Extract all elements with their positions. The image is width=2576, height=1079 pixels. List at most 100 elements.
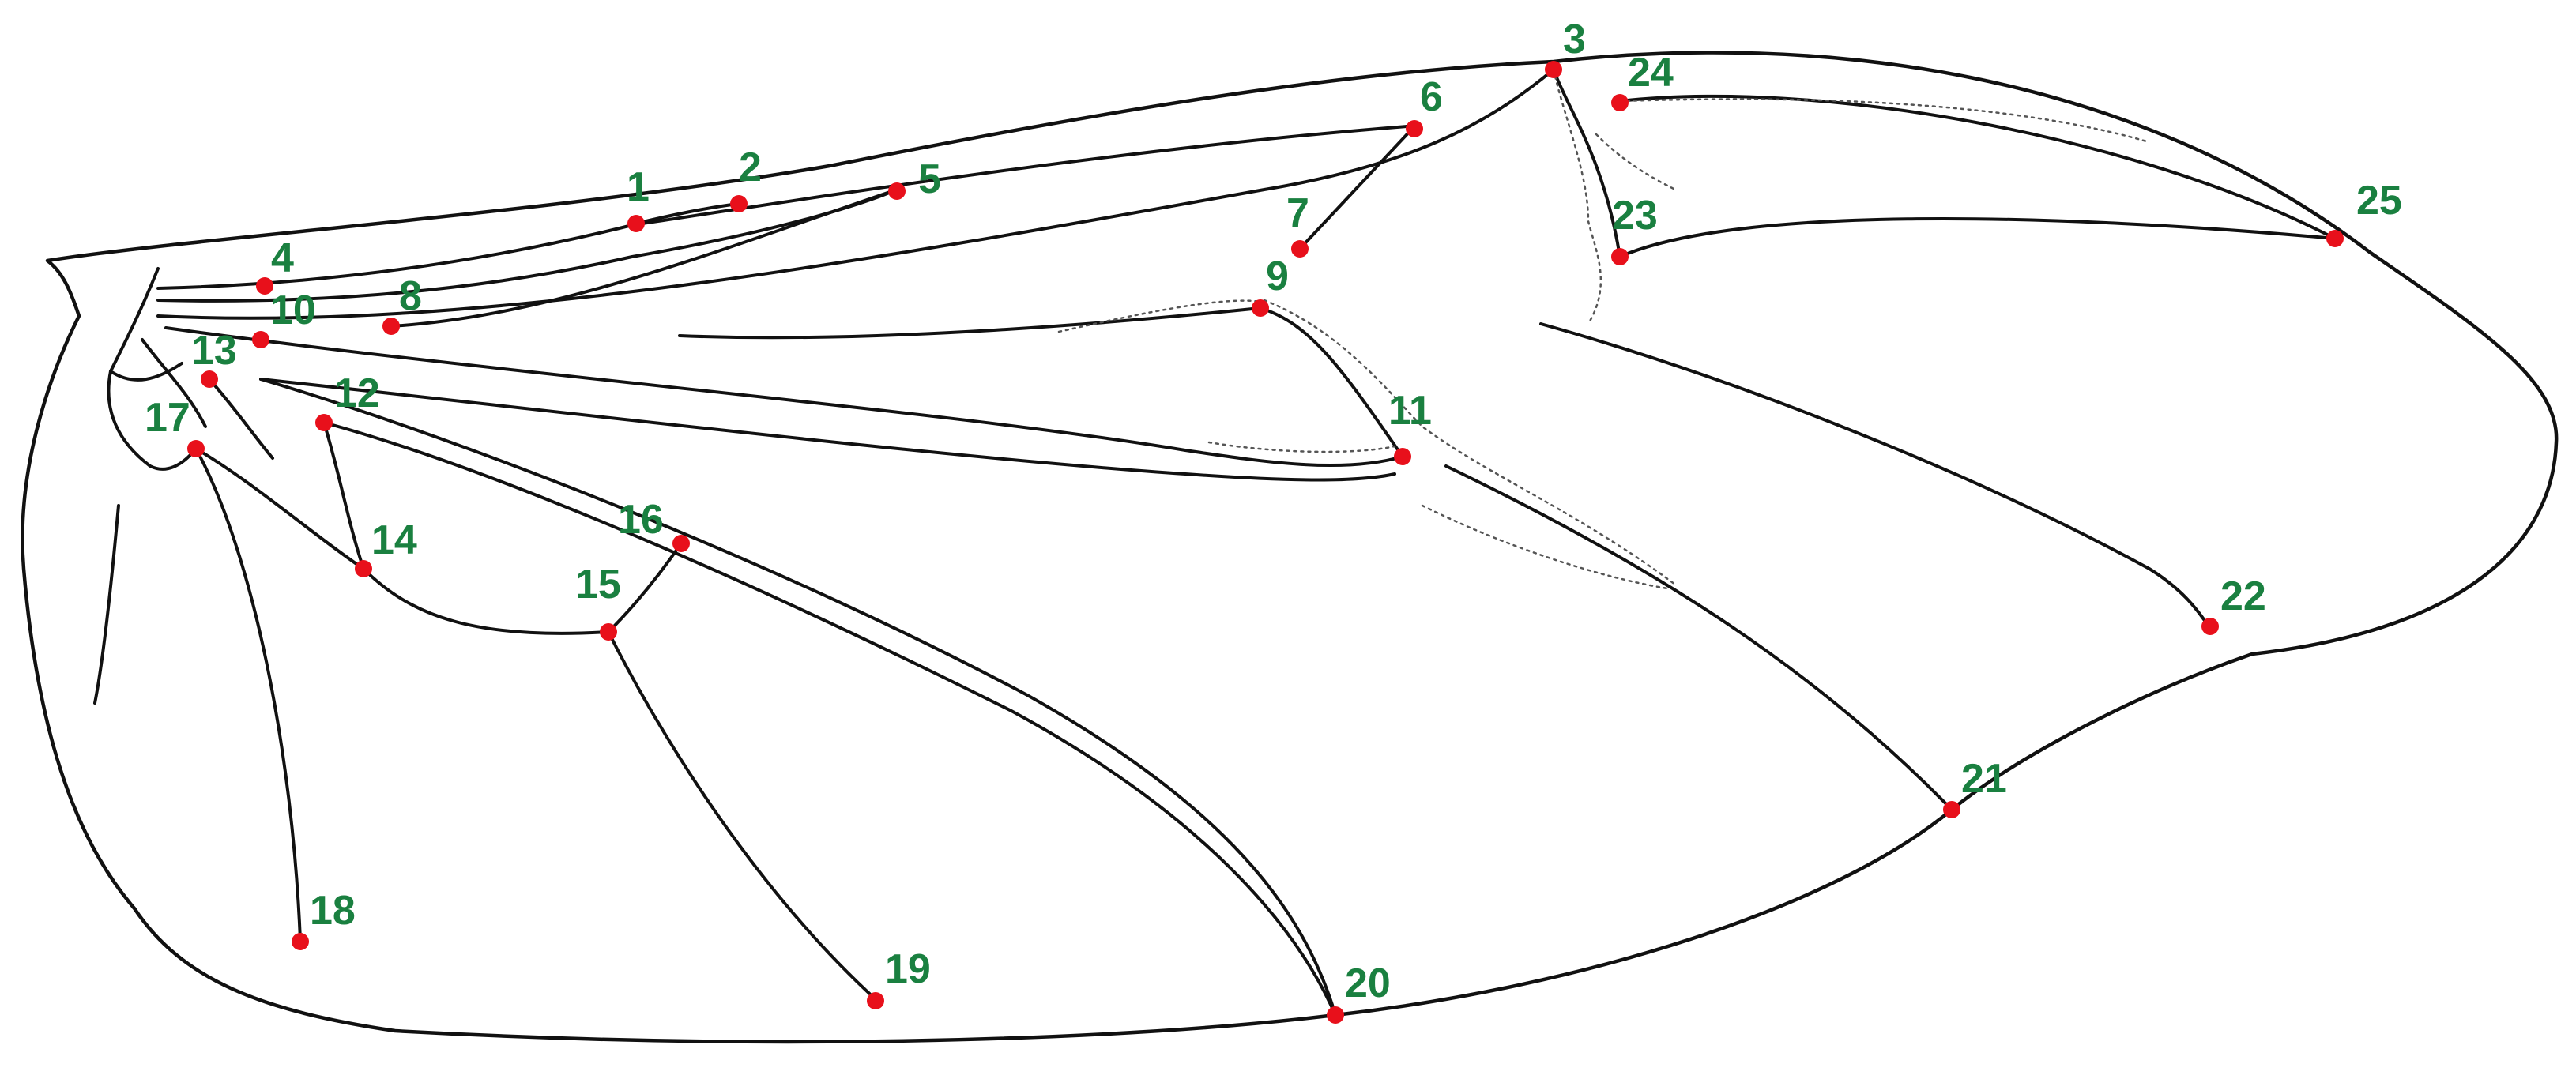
landmark-22: 22	[2201, 573, 2266, 635]
landmark-label: 17	[145, 395, 190, 441]
radial-vein	[156, 68, 1555, 320]
landmark-dot	[256, 277, 273, 295]
landmark-3: 3	[1545, 17, 1586, 78]
landmark-label: 8	[399, 273, 422, 319]
landmark-25: 25	[2326, 178, 2402, 247]
anal-vein-short	[93, 504, 120, 705]
landmark-6: 6	[1406, 74, 1443, 137]
cubital-vein	[259, 378, 1337, 1017]
landmark-5: 5	[888, 156, 941, 202]
landmark-dot	[292, 933, 309, 950]
landmark-7: 7	[1286, 190, 1309, 258]
vein-1-2	[635, 202, 740, 225]
vein-15-19	[607, 630, 877, 1001]
landmark-4: 4	[256, 235, 294, 295]
landmark-23: 23	[1611, 193, 1658, 265]
landmark-dot	[201, 370, 218, 388]
median-vein-lower	[259, 378, 1396, 482]
landmark-label: 3	[1563, 17, 1586, 62]
landmark-label: 16	[618, 497, 664, 543]
landmark-dot	[730, 195, 748, 212]
landmark-dot	[1545, 61, 1562, 78]
landmark-20: 20	[1327, 961, 1391, 1024]
landmark-label: 22	[2220, 573, 2266, 619]
vein-11-21	[1444, 464, 1953, 811]
landmark-9: 9	[1252, 254, 1289, 317]
vein-discal-22	[1539, 322, 2210, 628]
landmark-18: 18	[292, 888, 356, 950]
dotted-vein-g	[1595, 133, 1677, 191]
crossvein-6-7	[1298, 125, 1416, 250]
landmark-21: 21	[1943, 756, 2007, 818]
landmark-dot	[600, 623, 617, 641]
landmark-label: 13	[191, 328, 237, 374]
landmark-label: 9	[1266, 254, 1289, 299]
landmark-dot	[1611, 94, 1629, 111]
wing-outline	[21, 51, 2559, 1044]
landmark-label: 19	[885, 946, 931, 992]
vein-24-25	[1618, 94, 2337, 240]
landmark-dot	[2326, 230, 2344, 247]
dotted-vein-f	[1618, 98, 2151, 144]
median-vein-upper	[678, 306, 1262, 340]
landmark-dot	[1394, 448, 1411, 465]
landmark-dot	[355, 560, 372, 577]
landmark-dot	[1252, 299, 1269, 317]
landmark-11: 11	[1388, 388, 1432, 465]
dotted-vein-b	[1263, 299, 1677, 586]
landmark-14: 14	[355, 517, 417, 577]
dotted-vein-d	[1421, 504, 1669, 590]
landmark-dot	[382, 318, 400, 335]
landmark-19: 19	[867, 946, 931, 1009]
landmark-dot	[1611, 248, 1629, 265]
landmark-label: 14	[371, 517, 417, 563]
landmark-24: 24	[1611, 50, 1674, 111]
landmark-dot	[1291, 240, 1309, 258]
landmark-label: 5	[918, 156, 941, 202]
anal-vein	[194, 447, 302, 942]
dotted-vein-a	[1057, 299, 1262, 333]
landmark-label: 20	[1345, 961, 1391, 1006]
landmark-17: 17	[145, 395, 205, 457]
landmark-2: 2	[730, 145, 762, 212]
landmark-dot	[315, 414, 333, 431]
landmark-label: 6	[1420, 74, 1443, 120]
landmark-label: 10	[270, 288, 316, 333]
landmark-dot	[187, 440, 205, 457]
landmark-8: 8	[382, 273, 422, 335]
landmark-15: 15	[575, 562, 621, 641]
landmark-dot	[2201, 618, 2219, 635]
vein-23-25	[1618, 216, 2337, 258]
dotted-vein-e	[1552, 68, 1602, 325]
landmark-13: 13	[191, 328, 237, 388]
landmark-label: 25	[2356, 178, 2402, 224]
landmark-label: 21	[1961, 756, 2007, 802]
landmark-label: 1	[627, 164, 650, 210]
vein-8-5	[390, 188, 898, 328]
landmark-dot	[1406, 120, 1423, 137]
basal-sclerite-b	[141, 338, 207, 428]
landmark-1: 1	[627, 164, 650, 232]
dotted-vein-c	[1207, 441, 1396, 453]
landmark-label: 7	[1286, 190, 1309, 236]
landmark-label: 23	[1612, 193, 1658, 239]
basal-sclerite-c	[107, 370, 198, 471]
landmark-label: 15	[575, 562, 621, 607]
landmark-10: 10	[252, 288, 316, 348]
landmark-dot	[867, 992, 884, 1009]
landmark-dot	[1327, 1006, 1344, 1024]
landmark-dot	[627, 215, 645, 232]
landmark-label: 18	[310, 888, 356, 934]
vein-13-17	[208, 378, 274, 460]
cubital-vein-inner	[322, 421, 1337, 1017]
landmark-dot	[1943, 801, 1960, 818]
costal-vein	[156, 125, 1408, 290]
median-vein	[164, 326, 1404, 468]
landmark-16: 16	[618, 497, 690, 552]
landmark-dot	[888, 182, 906, 200]
basal-sclerite-a	[109, 267, 183, 382]
landmark-label: 4	[271, 235, 294, 281]
